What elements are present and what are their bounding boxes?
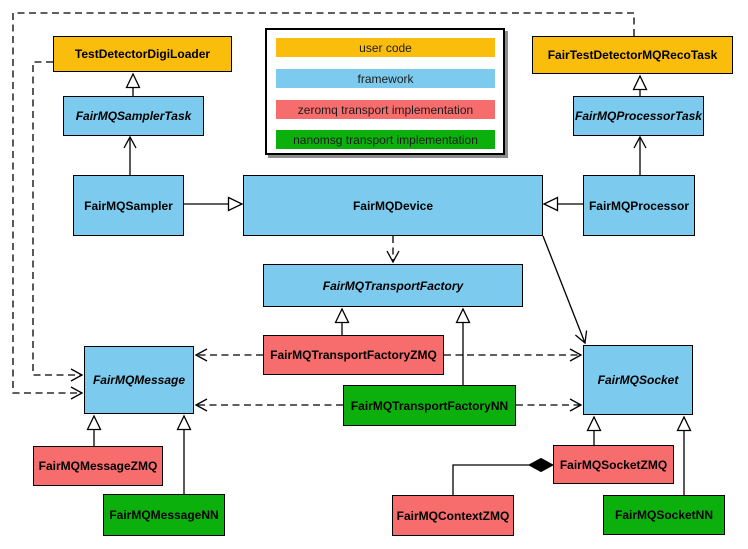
node-label: FairMQSampler: [84, 198, 173, 213]
node-fairmqdevice: FairMQDevice: [243, 175, 543, 236]
edge-recotask-message: [12, 12, 635, 400]
node-fairmqsocket: FairMQSocket: [583, 345, 693, 415]
node-fairmqtransportfactory: FairMQTransportFactory: [263, 264, 523, 307]
legend: user code framework zeromq transport imp…: [265, 28, 505, 155]
legend-label: framework: [357, 71, 414, 86]
edge-contextzmq-socketzmq: [452, 464, 529, 495]
node-fairmqtransportfactoryzmq: FairMQTransportFactoryZMQ: [263, 335, 444, 375]
node-label: FairMQMessage: [92, 373, 186, 387]
node-fairmqmessage: FairMQMessage: [84, 346, 194, 414]
node-fairmqsocketnn: FairMQSocketNN: [603, 495, 725, 535]
node-label: FairTestDetectorMQRecoTask: [547, 48, 718, 62]
node-label: FairMQSocketNN: [614, 508, 714, 522]
node-label: FairMQTransportFactoryNN: [350, 398, 509, 413]
legend-item-user-code: user code: [276, 38, 495, 57]
node-label: FairMQTransportFactoryZMQ: [270, 348, 437, 362]
legend-item-nanomsg: nanomsg transport implementation: [276, 130, 495, 149]
node-label: FairMQSocketZMQ: [559, 457, 668, 472]
node-label: FairMQTransportFactory: [322, 278, 464, 293]
node-label: FairMQDevice: [352, 198, 434, 213]
node-label: FairMQMessageNN: [109, 508, 219, 522]
node-fairtestdetectormqrecotask: FairTestDetectorMQRecoTask: [532, 36, 733, 74]
edge-device-socket: [542, 235, 588, 345]
node-fairmqsamplertask: FairMQSamplerTask: [63, 96, 204, 136]
node-label: TestDetectorDigiLoader: [74, 47, 211, 61]
legend-label: nanomsg transport implementation: [293, 132, 478, 147]
legend-item-zeromq: zeromq transport implementation: [276, 100, 495, 119]
node-label: FairMQProcessorTask: [575, 109, 702, 123]
node-label: FairMQSamplerTask: [75, 109, 192, 123]
legend-label: user code: [359, 40, 412, 55]
node-label: FairMQContextZMQ: [396, 508, 510, 523]
node-fairmqmessagenn: FairMQMessageNN: [103, 494, 225, 536]
legend-label: zeromq transport implementation: [297, 102, 474, 117]
node-fairmqsocketzmq: FairMQSocketZMQ: [553, 445, 674, 484]
node-fairmqcontextzmq: FairMQContextZMQ: [392, 495, 514, 536]
node-fairmqmessagezmq: FairMQMessageZMQ: [33, 446, 163, 486]
node-label: FairMQMessageZMQ: [38, 459, 158, 473]
node-fairmqtransportfactorynn: FairMQTransportFactoryNN: [343, 385, 516, 426]
node-fairmqprocessor: FairMQProcessor: [583, 175, 695, 236]
node-fairmqsampler: FairMQSampler: [73, 175, 184, 236]
node-testdetectordigiloader: TestDetectorDigiLoader: [53, 36, 232, 72]
node-fairmqprocessortask: FairMQProcessorTask: [573, 96, 704, 136]
composition-diamond: [527, 457, 555, 473]
node-label: FairMQProcessor: [588, 198, 690, 213]
node-label: FairMQSocket: [597, 373, 679, 387]
legend-item-framework: framework: [276, 69, 495, 88]
edge-digiloader-message: [32, 61, 84, 382]
